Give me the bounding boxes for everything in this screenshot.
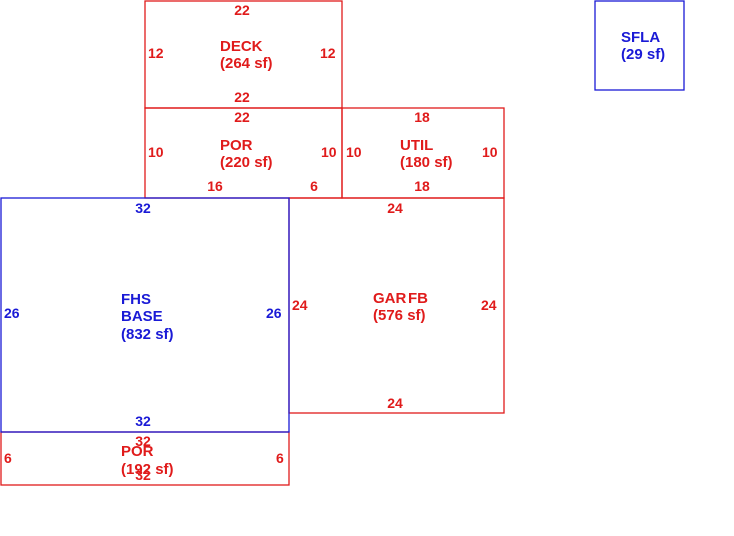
util-dim-left: 10 bbox=[346, 144, 362, 160]
sfla-outline bbox=[594, 0, 685, 91]
garage-label-gar: GAR bbox=[373, 290, 407, 307]
sfla-box: SFLA (29 sf) bbox=[594, 0, 685, 91]
sfla-label: SFLA bbox=[621, 29, 660, 46]
garage-dim-bottom: 24 bbox=[387, 395, 403, 411]
garage-dim-right: 24 bbox=[481, 297, 497, 313]
porch-upper-dim-right: 10 bbox=[321, 144, 337, 160]
deck-label: DECK bbox=[220, 38, 263, 55]
fhs-base-outline bbox=[0, 197, 290, 433]
porch-upper-dim-left: 10 bbox=[148, 144, 164, 160]
fhs-base-dim-left: 26 bbox=[4, 305, 20, 321]
deck-dim-right: 12 bbox=[320, 45, 336, 61]
porch-lower-dim-right: 6 bbox=[276, 450, 284, 466]
porch-lower-sf: (192 sf) bbox=[121, 461, 174, 478]
porch-upper-dim-bottom-left: 16 bbox=[207, 178, 223, 194]
fhs-base-dim-right: 26 bbox=[266, 305, 282, 321]
porch-upper-label: POR bbox=[220, 137, 253, 154]
porch-lower-dim-bottom: 32 bbox=[135, 467, 151, 483]
fhs-base-dim-top: 32 bbox=[135, 200, 151, 216]
deck-dim-top: 22 bbox=[234, 2, 250, 18]
porch-lower-area: POR (192 sf) 32 32 6 6 bbox=[0, 431, 290, 486]
garage-area: GAR FB (576 sf) 24 24 24 24 bbox=[288, 197, 505, 414]
fhs-base-area: FHS BASE (832 sf) 32 32 26 26 bbox=[0, 197, 290, 433]
porch-upper-dim-bottom-right: 6 bbox=[310, 178, 318, 194]
garage-dim-top: 24 bbox=[387, 200, 403, 216]
util-dim-top: 18 bbox=[414, 109, 430, 125]
porch-lower-label: POR bbox=[121, 443, 154, 460]
porch-lower-dim-left: 6 bbox=[4, 450, 12, 466]
porch-upper-sf: (220 sf) bbox=[220, 154, 273, 171]
porch-upper-area: POR (220 sf) 22 16 6 10 10 bbox=[144, 107, 343, 199]
util-area: UTIL (180 sf) 18 18 10 10 bbox=[341, 107, 505, 199]
util-dim-right: 10 bbox=[482, 144, 498, 160]
fhs-base-label-line2: BASE bbox=[121, 308, 163, 325]
garage-dim-left: 24 bbox=[292, 297, 308, 313]
porch-lower-dim-top: 32 bbox=[135, 433, 151, 449]
deck-dim-bottom: 22 bbox=[234, 89, 250, 105]
fhs-base-sf: (832 sf) bbox=[121, 326, 174, 343]
fhs-base-dim-bottom: 32 bbox=[135, 413, 151, 429]
sfla-sf: (29 sf) bbox=[621, 46, 665, 63]
fhs-base-label-line1: FHS bbox=[121, 291, 151, 308]
deck-area: DECK (264 sf) 22 22 12 12 bbox=[144, 0, 343, 109]
garage-sf: (576 sf) bbox=[373, 307, 426, 324]
deck-dim-left: 12 bbox=[148, 45, 164, 61]
util-sf: (180 sf) bbox=[400, 154, 453, 171]
util-dim-bottom: 18 bbox=[414, 178, 430, 194]
porch-upper-dim-top: 22 bbox=[234, 109, 250, 125]
deck-sf: (264 sf) bbox=[220, 55, 273, 72]
util-label: UTIL bbox=[400, 137, 433, 154]
garage-label-fb: FB bbox=[408, 290, 428, 307]
